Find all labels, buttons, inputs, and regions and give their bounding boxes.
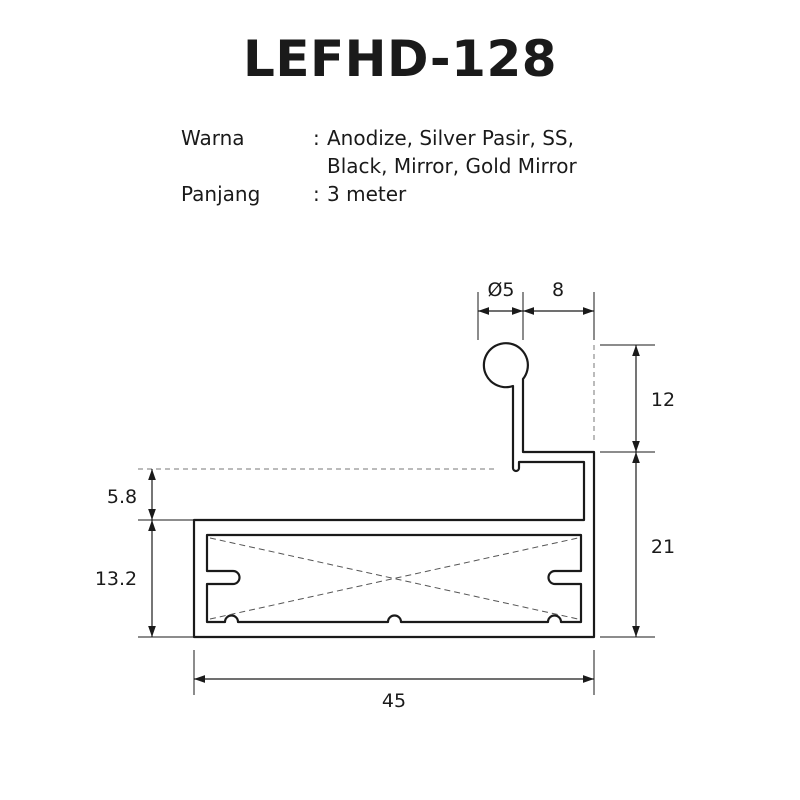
profile-outline <box>192 342 596 639</box>
spec-table: Warna : Anodize, Silver Pasir, SS, Black… <box>181 124 647 208</box>
spec-value-length: 3 meter <box>327 182 407 206</box>
dimension-lines <box>148 307 640 683</box>
extension-lines <box>138 292 655 695</box>
spec-row-length: Panjang : 3 meter <box>181 180 647 208</box>
dim-label-hook-offset: 8 <box>552 279 564 301</box>
spec-row-color-cont: Black, Mirror, Gold Mirror <box>181 152 647 180</box>
dim-label-step-height: 5.8 <box>107 486 137 508</box>
spec-label-length: Panjang <box>181 182 261 206</box>
dim-label-total-width: 45 <box>382 690 406 712</box>
dim-label-diameter: Ø5 <box>487 279 514 301</box>
spec-value-color-line1: Anodize, Silver Pasir, SS, <box>327 126 574 150</box>
hollow-cross-mark <box>209 537 579 620</box>
spec-colon: : <box>313 126 320 150</box>
spec-label-color: Warna <box>181 126 245 150</box>
spec-colon: : <box>313 182 320 206</box>
spec-row-color: Warna : Anodize, Silver Pasir, SS, <box>181 124 647 152</box>
dim-label-body-height: 13.2 <box>95 568 137 590</box>
dashed-reference-lines <box>138 345 595 470</box>
spec-value-color-line2: Black, Mirror, Gold Mirror <box>327 154 577 178</box>
dim-label-right-height: 21 <box>651 536 675 558</box>
page-title: LEFHD-128 <box>242 30 558 88</box>
dim-label-hook-height: 12 <box>651 389 675 411</box>
